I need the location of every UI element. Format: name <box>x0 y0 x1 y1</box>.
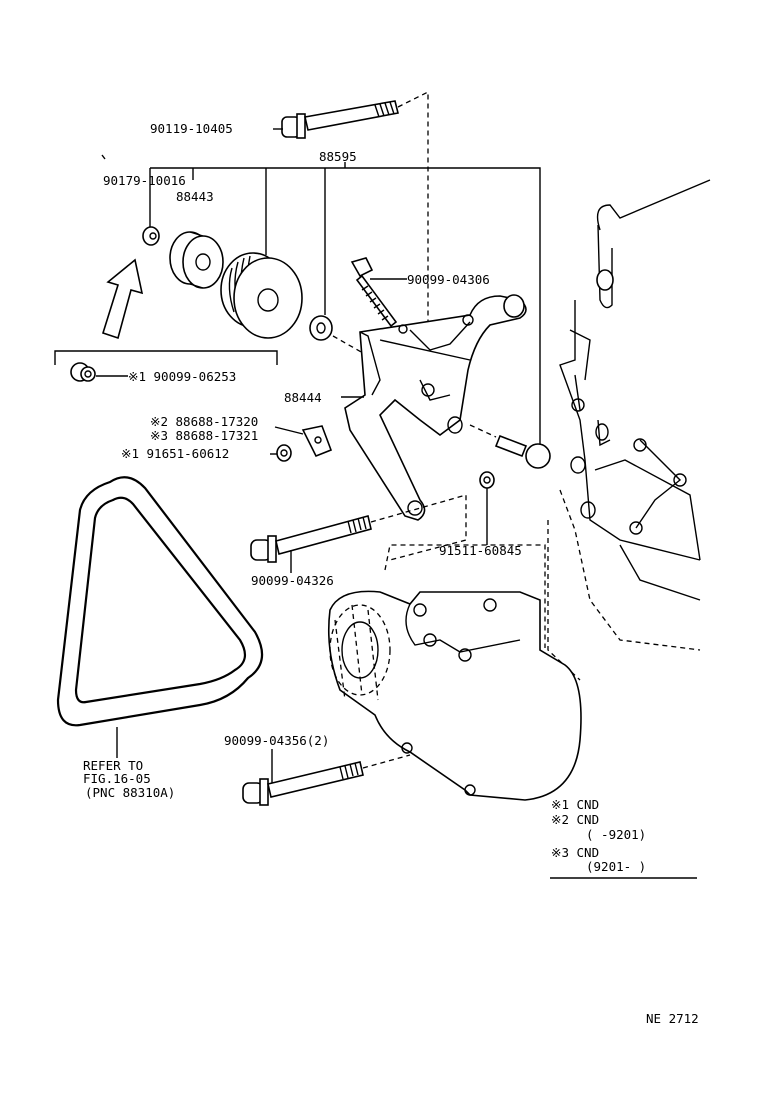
compressor-bolt-illustration <box>242 761 364 806</box>
direction-arrow <box>102 258 144 340</box>
small-nut-illustration <box>142 226 160 246</box>
engine-block-illustration <box>547 179 711 681</box>
pivot-bolt-illustration <box>494 434 551 469</box>
label-x2-88688-17320: ※2 88688-17320 <box>150 414 258 429</box>
long-bolt-illustration <box>250 515 372 563</box>
label-x1-91651-60612: ※1 91651-60612 <box>121 446 229 461</box>
legend-line-4: ※3 CND <box>551 845 599 860</box>
spring-washer-illustration <box>479 471 495 489</box>
ac-compressor-illustration <box>327 544 582 801</box>
mounting-bracket-illustration <box>344 294 527 521</box>
hex-nut-illustration <box>276 444 292 462</box>
illustration-code: NE 2712 <box>646 1011 699 1026</box>
label-88443: 88443 <box>176 189 214 204</box>
label-x3-88688-17321: ※3 88688-17321 <box>150 428 258 443</box>
label-88444: 88444 <box>284 390 322 405</box>
v-belt-illustration <box>56 476 264 727</box>
label-x1-90099-06253: ※1 90099-06253 <box>128 369 236 384</box>
belt-ref-line2: FIG.16-05 <box>83 771 151 786</box>
belt-ref-line3: (PNC 88310A) <box>85 785 175 800</box>
lock-plate-illustration <box>301 425 333 458</box>
legend-line-1: ※1 CND <box>551 797 599 812</box>
flat-washer-illustration <box>309 315 333 341</box>
idler-pulley-illustration <box>169 231 224 289</box>
legend-line-5: (9201- ) <box>586 859 646 874</box>
grooved-pulley-illustration <box>220 252 303 339</box>
legend-line-3: ( -9201) <box>586 827 646 842</box>
belt-ref-line1: REFER TO <box>83 758 143 773</box>
legend-line-2: ※2 CND <box>551 812 599 827</box>
flange-nut-illustration <box>70 362 96 382</box>
label-90099-04306: 90099-04306 <box>407 272 490 287</box>
label-88595: 88595 <box>319 149 357 164</box>
label-90099-04326: 90099-04326 <box>251 573 334 588</box>
label-90119-10405: 90119-10405 <box>150 121 233 136</box>
applicability-legend: ※1 CND ※2 CND ( -9201) ※3 CND (9201- ) <box>550 797 697 879</box>
label-91511-60845: 91511-60845 <box>439 543 522 558</box>
label-90099-04356: 90099-04356(2) <box>224 733 329 748</box>
top-bolt-illustration <box>281 100 399 139</box>
adjusting-bolt-illustration <box>350 257 398 328</box>
label-90179-10016: 90179-10016 <box>103 173 186 188</box>
